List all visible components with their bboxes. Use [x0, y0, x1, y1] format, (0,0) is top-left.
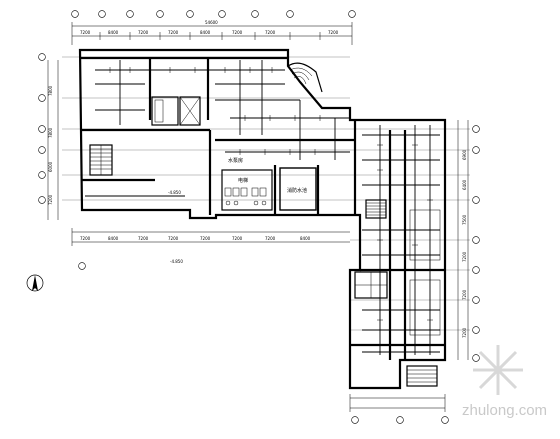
pipe-network — [85, 60, 440, 355]
dim-top-2: 8400 — [108, 30, 119, 35]
elevation-left: -4.850 — [168, 190, 181, 195]
stair-left — [89, 144, 113, 176]
north-arrow — [26, 274, 44, 292]
dim-left-4: 7200 — [48, 194, 53, 205]
bottom-dimension-lines: 7200 8400 7200 7200 7200 7200 7200 8400 … — [71, 228, 350, 270]
water-tank-room: 消防水池 — [279, 167, 317, 211]
bottom-right-dimension — [349, 394, 449, 424]
dim-left-3: 6000 — [48, 161, 53, 172]
dim-top-4: 7200 — [168, 30, 179, 35]
dim-right-4: 7200 — [462, 251, 467, 262]
curved-ramp — [287, 62, 323, 93]
dim-left-2: 7800 — [48, 127, 53, 138]
dim-left-1: 7800 — [48, 85, 53, 96]
dim-right-5: 7200 — [462, 289, 467, 300]
top-dimension-texts: 7200 8400 7200 7200 8400 7200 7200 7200 — [80, 30, 339, 35]
section-bubble — [78, 262, 86, 270]
elevation-bottom: -4.850 — [170, 259, 183, 264]
dim-right-2: 6400 — [462, 179, 467, 190]
dim-bottom-1: 7200 — [80, 236, 91, 241]
elevation-marker: -4.850 水泵房 — [168, 157, 243, 195]
elevator-core-1 — [151, 96, 201, 126]
water-tank-label: 消防水池 — [287, 187, 307, 194]
overall-dimension-text: 54600 — [205, 20, 218, 25]
top-axis-bubbles — [71, 10, 356, 18]
dim-right-6: 7200 — [462, 327, 467, 338]
dim-bottom-3: 7200 — [138, 236, 149, 241]
watermark-text: zhulong.com — [462, 402, 547, 419]
dim-bottom-6: 7200 — [232, 236, 243, 241]
dim-top-1: 7200 — [80, 30, 91, 35]
right-wing-stair — [365, 199, 438, 387]
top-dimension-lines: 54600 — [71, 20, 353, 45]
dim-top-7: 7200 — [265, 30, 276, 35]
dim-top-8: 7200 — [328, 30, 339, 35]
right-wing-cores — [354, 209, 441, 336]
dim-top-5: 8400 — [200, 30, 211, 35]
dim-top-3: 7200 — [138, 30, 149, 35]
dim-right-3: 7500 — [462, 214, 467, 225]
inner-walls — [80, 56, 445, 360]
zhulong-watermark: zhulong.com — [462, 345, 547, 419]
dim-top-6: 7200 — [232, 30, 243, 35]
toilet-block: 电梯 — [221, 169, 273, 211]
lift-lobby-label: 电梯 — [238, 177, 248, 184]
dim-bottom-4: 7200 — [168, 236, 179, 241]
right-dimension-lines: 6900 6400 7500 7200 7200 7200 — [457, 120, 480, 362]
pump-room-label: 水泵房 — [228, 157, 243, 164]
dim-bottom-5: 7200 — [200, 236, 211, 241]
pipe-ticks — [109, 67, 433, 321]
dim-bottom-8: 8400 — [300, 236, 311, 241]
left-dimension-lines: 7800 7800 6000 7200 — [38, 53, 59, 220]
building-outline — [78, 48, 447, 390]
dim-bottom-2: 8400 — [108, 236, 119, 241]
dim-right-1: 6900 — [462, 149, 467, 160]
dim-bottom-7: 7200 — [265, 236, 276, 241]
